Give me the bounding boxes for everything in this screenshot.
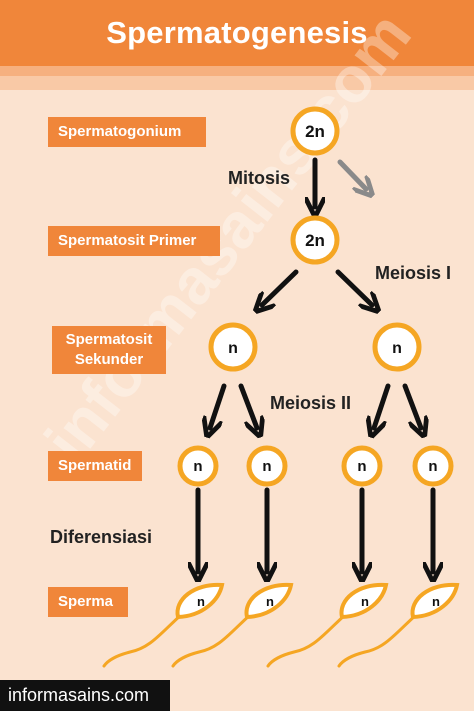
cell-circle	[246, 445, 288, 487]
sperm-tail	[266, 612, 348, 668]
cell-spermatid-1: n	[177, 445, 219, 487]
page-title: Spermatogenesis	[106, 15, 368, 50]
footer-site-text: informasains.com	[8, 685, 150, 705]
stage-label-text: Spermatid	[58, 457, 132, 474]
sperm-head	[175, 582, 225, 620]
header-bar: Spermatogenesis	[0, 0, 474, 66]
process-label-meiosis-2: Meiosis II	[270, 393, 352, 413]
cell-circle	[341, 445, 383, 487]
cell-circle	[372, 322, 422, 372]
stage-label-text: Spermatogonium	[58, 123, 182, 140]
stage-label-spermatogonium: Spermatogonium	[48, 117, 206, 147]
cell-spermatosit-sekunder-1: n	[208, 322, 258, 372]
sperm-heads	[175, 582, 460, 620]
cell-ploidy-label: 2n	[305, 122, 325, 141]
arrow-meiosis1-right	[335, 269, 372, 305]
stage-label-text: Sekunder	[74, 351, 144, 368]
sperm-head	[339, 582, 389, 620]
cell-spermatogonium: 2n	[290, 106, 340, 156]
arrow-meiosis2-c	[374, 383, 391, 428]
process-label-meiosis-1: Meiosis I	[375, 263, 452, 283]
stage-label-spermatosit-primer: Spermatosit Primer	[48, 226, 220, 256]
sperm-ploidy-label: n	[197, 594, 205, 609]
cell-circle	[208, 322, 258, 372]
sperm-head	[410, 582, 460, 620]
arrow-meiosis2-d	[402, 383, 421, 428]
sperm-tail	[337, 612, 419, 668]
cell-circle	[290, 215, 340, 265]
cell-ploidy-label: n	[392, 340, 402, 357]
cell-ploidy-label: 2n	[305, 231, 325, 250]
cell-ploidy-label: n	[428, 458, 437, 475]
footer-site-badge: informasains.com	[0, 680, 170, 711]
sperm-ploidy-label: n	[432, 594, 440, 609]
stage-label-text: Sperma	[58, 593, 114, 610]
arrow-meiosis2-b	[238, 383, 257, 428]
cell-spermatosit-sekunder-2: n	[372, 322, 422, 372]
sperm-tail	[102, 612, 184, 668]
stage-label-text: Spermatosit	[65, 331, 153, 348]
cell-circle	[177, 445, 219, 487]
sperm-head	[244, 582, 294, 620]
cell-ploidy-label: n	[357, 458, 366, 475]
cell-spermatid-2: n	[246, 445, 288, 487]
process-label-diferensiasi: Diferensiasi	[50, 527, 153, 547]
cell-circle	[290, 106, 340, 156]
header-divider	[0, 66, 474, 76]
stage-label-spermatid: Spermatid	[48, 451, 142, 481]
process-label-mitosis: Mitosis	[228, 168, 291, 188]
stage-label-text: Spermatosit Primer	[58, 232, 197, 249]
header-divider-light	[0, 76, 474, 90]
arrow-renewal-faded	[337, 159, 366, 189]
arrow-meiosis2-a	[210, 383, 227, 428]
sperm-ploidy-label: n	[266, 594, 274, 609]
cell-spermatosit-primer: 2n	[290, 215, 340, 265]
cell-ploidy-label: n	[228, 340, 238, 357]
cell-ploidy-label: n	[262, 458, 271, 475]
stage-label-sperma: Sperma	[48, 587, 128, 617]
arrow-meiosis1-left	[262, 269, 299, 305]
cell-ploidy-label: n	[193, 458, 202, 475]
sperm-tail	[171, 612, 253, 668]
sperm-ploidy-label: n	[361, 594, 369, 609]
cell-spermatid-3: n	[341, 445, 383, 487]
sperm-tails	[102, 612, 419, 668]
cell-circle	[412, 445, 454, 487]
stage-label-spermatosit-sekunder: Spermatosit Sekunder	[52, 326, 166, 374]
cell-spermatid-4: n	[412, 445, 454, 487]
